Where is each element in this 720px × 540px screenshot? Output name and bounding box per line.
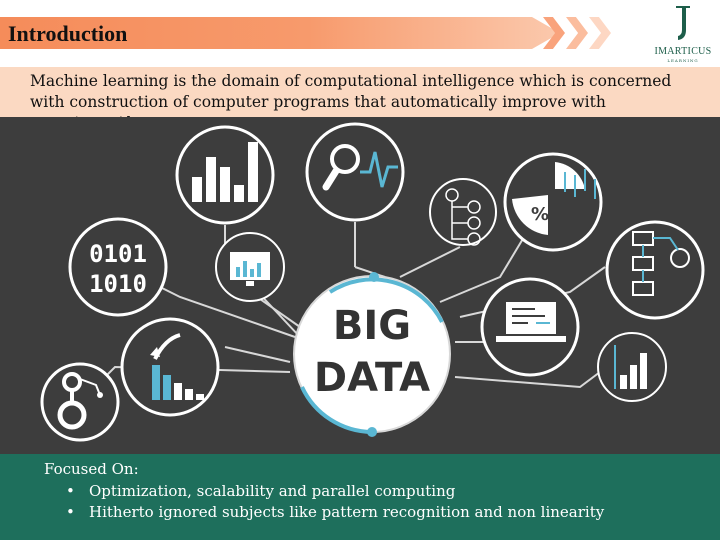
focus-heading: Focused On: — [44, 460, 139, 478]
share-node — [40, 362, 120, 442]
list-item: • Hitherto ignored subjects like pattern … — [66, 502, 604, 523]
pie-percent-node: % — [503, 152, 603, 252]
percent-label: % — [531, 204, 549, 225]
hub-label-data: DATA — [314, 355, 430, 401]
binary-node: 0101 1010 — [68, 217, 168, 317]
list-item: • Optimization, scalability and parallel … — [66, 481, 604, 502]
growth-chart-node — [597, 332, 667, 402]
focus-list: • Optimization, scalability and parallel … — [66, 481, 604, 523]
page-title: Introduction — [8, 21, 128, 46]
big-data-graphic: % 0101 1010 BIG — [0, 117, 720, 454]
logo-name: IMARTICUS — [654, 46, 712, 57]
binary-line-1: 0101 — [89, 240, 147, 268]
laptop-node — [480, 277, 580, 377]
chevron-icon — [566, 17, 588, 49]
connector-lines — [94, 222, 606, 389]
search-pulse-node — [305, 122, 405, 222]
logo-tagline: LEARNING — [667, 58, 699, 63]
decline-chart-node — [120, 317, 220, 417]
intro-box — [0, 67, 720, 117]
list-item-text: Optimization, scalability and parallel c… — [89, 482, 456, 500]
list-item-text: Hitherto ignored subjects like pattern r… — [89, 503, 605, 521]
hub-label-big: BIG — [333, 303, 411, 349]
big-data-illustration: % 0101 1010 BIG — [40, 122, 705, 442]
flowchart-node — [605, 220, 705, 320]
bar-chart-node — [175, 125, 275, 225]
chevron-icon — [589, 17, 611, 49]
bullet-icon: • — [66, 482, 75, 500]
focus-box — [0, 454, 720, 540]
logo-mark-icon — [676, 6, 690, 40]
big-data-hub: BIG DATA — [293, 272, 451, 437]
title-banner — [0, 17, 560, 49]
monitor-node — [215, 232, 285, 302]
binary-line-2: 1010 — [89, 270, 147, 298]
bullet-icon: • — [66, 503, 75, 521]
hierarchy-node — [429, 178, 497, 246]
imarticus-logo: IMARTICUS LEARNING — [652, 6, 714, 63]
